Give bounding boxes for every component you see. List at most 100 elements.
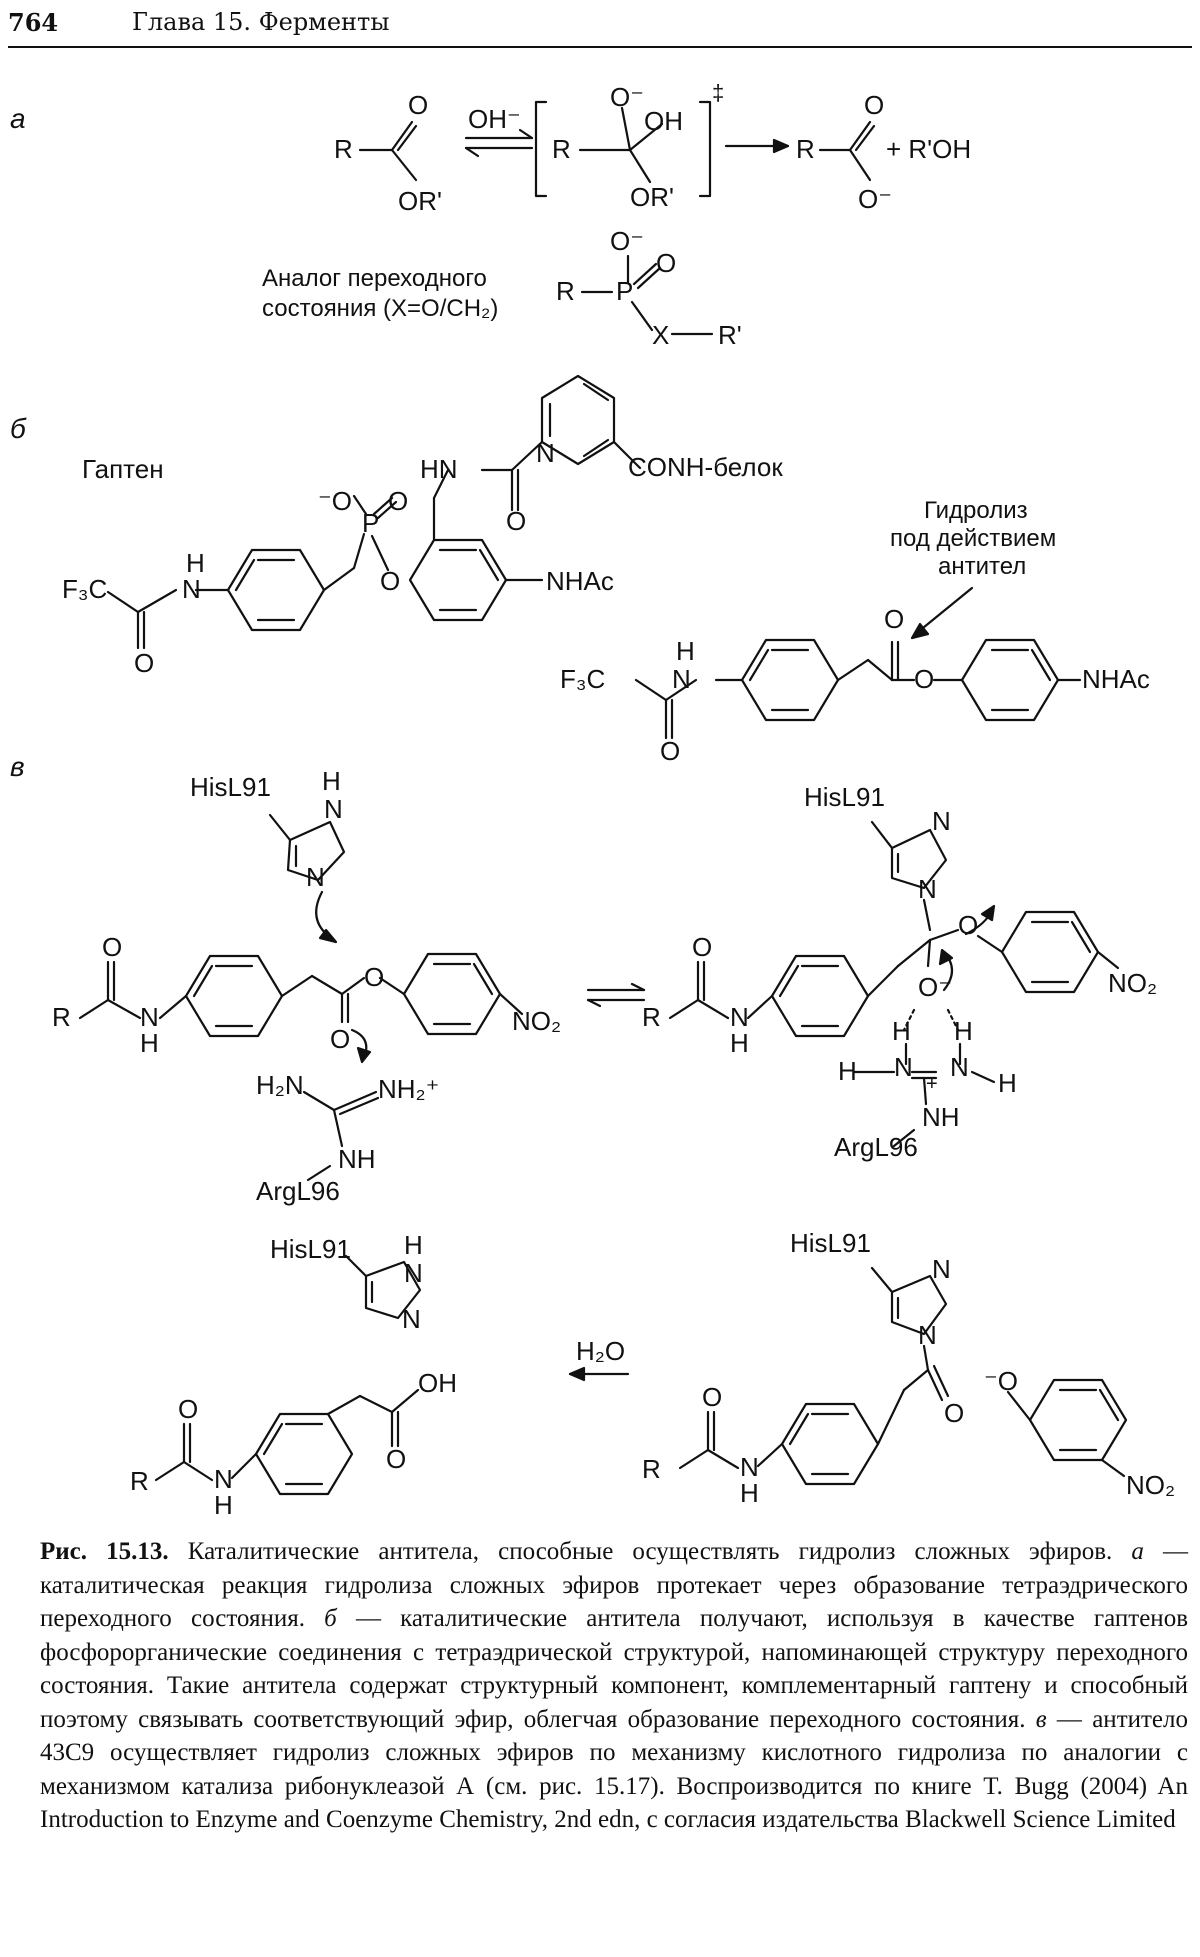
substrate-nh-h: H [676,636,695,666]
caption-text-3: — каталитические антитела получают, испо… [40,1605,1188,1733]
hapten-p-label: P [362,508,379,538]
c1-r-label: R [52,1002,71,1032]
hydrolysis-label-line3: антител [938,553,1026,580]
product-o-minus: O⁻ [858,184,892,214]
imidazole2-n: N [932,806,951,836]
ts-r-label: R [552,134,571,164]
analog-label-line1: Аналог переходного [262,265,487,292]
substrate-nhac: NHAc [1082,664,1150,694]
figure-caption: Рис. 15.13. Каталитические антитела, спо… [40,1535,1188,1837]
hapten-conh-protein: CONH-белок [628,452,783,482]
hydroxide-reagent: OH⁻ [468,104,521,134]
c2-guan-h-outer-right: H [998,1068,1017,1098]
page-header: 764 Глава 15. Ферменты [8,6,1192,48]
ts-o-minus: O⁻ [610,82,644,112]
arg-label-2: ArgL96 [834,1132,918,1162]
reaction-scheme-figure: а R O OR' OH⁻ R O⁻ OH OR' ‡ R O + R'OH O… [10,80,1175,1520]
substrate-nh-n: N [672,664,691,694]
substrate-f3c: F₃C [560,664,605,694]
c3-h: H [740,1478,759,1508]
analog-r-prime: R' [718,320,742,350]
imidazole4-nh: N [404,1258,423,1288]
panel-c-acyl-imidazole [678,1266,1128,1486]
product-carbonyl-o: O [864,90,884,120]
analog-label-line2: состояния (X=O/CH₂) [262,295,498,322]
his-label-1: HisL91 [190,772,271,802]
his-label-3: HisL91 [790,1228,871,1258]
c4-oh: OH [418,1368,457,1398]
his-label-2: HisL91 [804,782,885,812]
imidazole4-h: H [404,1230,423,1260]
c3-phenolate-o: ⁻O [984,1366,1018,1396]
panel-c-label: в [10,751,25,782]
panel-c-product [154,1254,422,1496]
hapten-nhac: NHAc [546,566,614,596]
c1-guan-nh: NH [338,1144,376,1174]
c2-guan-n-left: N [894,1052,913,1082]
imidazole1-h: H [322,766,341,796]
arg-label-1: ArgL96 [256,1176,340,1206]
c1-h: H [140,1028,159,1058]
imidazole3-n-acyl: N [918,1320,937,1350]
c2-o-minus: O⁻ [918,972,952,1002]
c2-guan-nh: NH [922,1102,960,1132]
figure-label: Рис. 15.13. [40,1538,169,1565]
imidazole1-nh: N [324,794,343,824]
imidazole1-n: N [306,862,325,892]
c3-carbonyl-o: O [944,1398,964,1428]
ester-r-label: R [334,134,353,164]
caption-mark-a: а [1131,1538,1144,1565]
hydrolysis-label-line2: под действием [890,525,1056,552]
substrate-ester-o: O [914,664,934,694]
hapten-p-double-o: O [388,486,408,516]
hapten-ester-o: O [380,566,400,596]
c4-n: N [214,1464,233,1494]
substrate-carbonyl-o: O [884,604,904,634]
ts-oh-label: OH [644,106,683,136]
c1-guan-h2n: H₂N [256,1070,304,1100]
product-r-label: R [796,134,815,164]
hapten-label: Гаптен [82,454,164,484]
analog-p-label: P [616,276,633,306]
c1-amide-o: O [102,932,122,962]
c4-r-label: R [130,1466,149,1496]
c3-n: N [740,1452,759,1482]
c2-r-label: R [642,1002,661,1032]
c1-carbonyl-o: O [330,1024,350,1054]
caption-text-4: — антитело 43C9 осуществляет гидролиз сл… [40,1705,1188,1834]
pyridine-n: N [536,438,555,468]
hapten-nh-h: H [186,548,205,578]
hapten-hn: HN [420,454,458,484]
ts-double-dagger: ‡ [712,80,724,105]
imidazole3-n: N [932,1254,951,1284]
hapten-amide2-o: O [506,506,526,536]
c2-h: H [730,1028,749,1058]
c4-h: H [214,1490,233,1520]
caption-text-2: — каталитическая реакция гидролиза сложн… [40,1538,1189,1632]
c4-carbonyl-o: O [386,1444,406,1474]
c1-n: N [140,1002,159,1032]
hapten-p-o-minus: ⁻O [318,486,352,516]
c2-guan-n-right: N [950,1052,969,1082]
panel-b-label: б [10,413,27,444]
c2-guan-h-outer-left: H [838,1056,857,1086]
analog-o-minus: O⁻ [610,226,644,256]
caption-text-1: Каталитические антитела, способные осуще… [168,1538,1132,1565]
ts-or-label: OR' [630,182,674,212]
page-number: 764 [8,8,59,37]
panel-a-scheme [358,100,876,336]
analog-p-double-o: O [656,248,676,278]
caption-mark-b: б [324,1605,337,1632]
c3-no2: NO₂ [1126,1470,1175,1500]
c1-ester-o: O [364,962,384,992]
c3-amide-o: O [702,1382,722,1412]
hapten-f3c: F₃C [62,574,107,604]
panel-c-tetrahedral-intermediate [668,820,1120,1148]
c2-guan-h-left: H [892,1016,911,1046]
c2-n: N [730,1002,749,1032]
c2-guan-plus: + [926,1073,938,1095]
panel-b-hapten [106,374,642,650]
chapter-title: Глава 15. Ферменты [132,8,390,36]
substrate-amide-o: O [660,736,680,766]
hapten-amide-o: O [134,648,154,678]
